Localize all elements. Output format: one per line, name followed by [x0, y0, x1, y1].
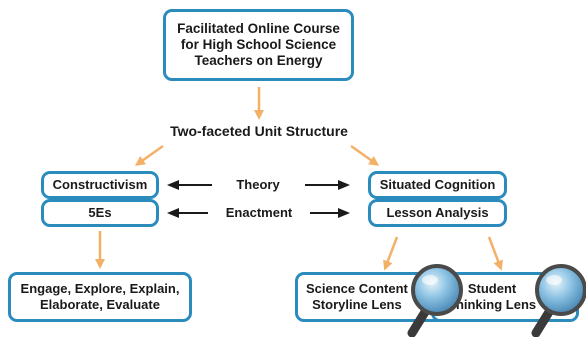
arrow-structure-to-situated: [350, 144, 380, 166]
5e-phases-box: Engage, Explore, Explain, Elaborate, Eva…: [8, 272, 192, 322]
magnifying-glass-icon: [531, 264, 586, 337]
arrow-lesson-to-science-lens: [383, 236, 399, 271]
lesson-analysis-box: Lesson Analysis: [368, 199, 507, 227]
5es-box: 5Es: [41, 199, 159, 227]
arrow-structure-to-constructivism: [134, 144, 164, 166]
arrow-lesson-to-student-lens: [487, 236, 503, 271]
magnifying-glass-icon: [407, 264, 463, 337]
course-box: Facilitated Online Course for High Schoo…: [163, 9, 354, 81]
constructivism-box: Constructivism: [41, 171, 159, 199]
enactment-label: Enactment: [225, 205, 293, 220]
theory-label: Theory: [236, 177, 280, 192]
unit-structure-label: Two-faceted Unit Structure: [170, 123, 348, 139]
situated-cognition-box: Situated Cognition: [368, 171, 507, 199]
